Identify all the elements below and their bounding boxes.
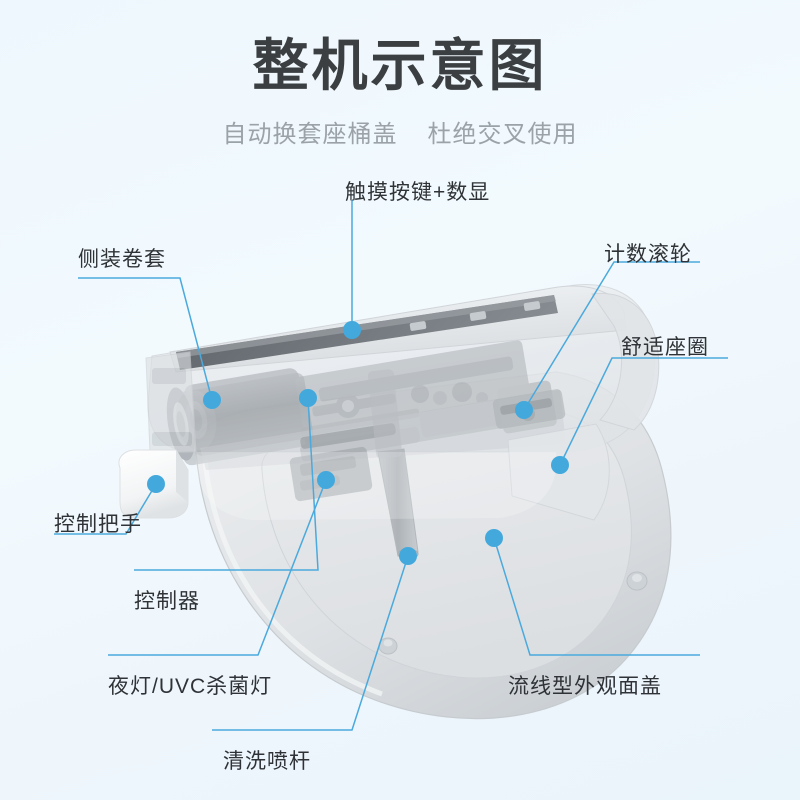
callout-label: 控制把手 [54,513,142,536]
leader-night-uvc [108,479,327,656]
leader-side-roll [78,277,213,401]
leader-comfort-seat [559,357,728,466]
poster-header: 整机示意图 自动换套座桶盖 杜绝交叉使用 [0,0,800,149]
front-hull-glass [195,452,557,520]
callout-comfort-seat-ring: 舒适座圈 [621,331,709,361]
callout-side-roll-sleeve: 侧装卷套 [78,243,166,273]
callout-control-handle: 控制把手 [54,508,142,538]
callout-counting-wheel: 计数滚轮 [604,238,692,268]
subtitle-left: 自动换套座桶盖 [222,121,398,149]
marker-spray-rod [399,547,417,565]
marker-comfort-seat [551,456,569,474]
bumper-right-inner-icon [632,574,642,582]
callout-label: 计数滚轮 [604,243,692,266]
page-subtitle: 自动换套座桶盖 杜绝交叉使用 [0,114,800,149]
callout-streamline-cover: 流线型外观面盖 [508,670,662,700]
marker-controller [299,389,317,407]
left-hinge-cluster [145,351,197,453]
marker-touch-keys [343,321,361,339]
product-body-group [118,284,672,720]
marker-side-roll [203,391,221,409]
touch-panel-top-edge [176,295,556,358]
callout-controller: 控制器 [134,585,200,615]
callout-label: 舒适座圈 [621,336,709,359]
page-title: 整机示意图 [252,34,548,97]
marker-streamline-cover [485,529,503,547]
marker-control-handle [147,475,165,493]
uvc-lamp-strip [300,423,396,449]
lid-tab-3 [523,301,541,311]
callout-touch-keys-display: 触摸按键+数显 [345,176,490,206]
subtitle-right: 杜绝交叉使用 [427,121,578,149]
leader-markers-group [147,321,569,565]
leader-counting-wheel [523,261,700,411]
lid-tab-1 [409,321,427,331]
leader-spray-rod [212,555,409,731]
callout-label: 流线型外观面盖 [508,675,662,698]
bowl-rim-highlight [202,459,383,697]
leader-controller [134,397,319,571]
callout-label: 夜灯/UVC杀菌灯 [108,675,273,698]
leader-control-handle [54,483,157,535]
leader-streamline-cover [493,537,700,656]
bumper-bottom-inner-icon [383,639,393,647]
callout-label: 控制器 [134,590,200,613]
marker-counting-wheel [515,401,533,419]
lid-tab-2 [469,311,487,321]
callout-label: 触摸按键+数显 [345,181,491,204]
marker-night-uvc [317,471,335,489]
callout-night-uvc-light: 夜灯/UVC杀菌灯 [108,670,272,700]
callout-label: 侧装卷套 [78,248,166,271]
callout-label: 清洗喷杆 [223,750,311,773]
callout-cleaning-spray-rod: 清洗喷杆 [223,745,311,775]
lid-right-cap [591,292,660,431]
leader-lines-group [54,200,728,731]
